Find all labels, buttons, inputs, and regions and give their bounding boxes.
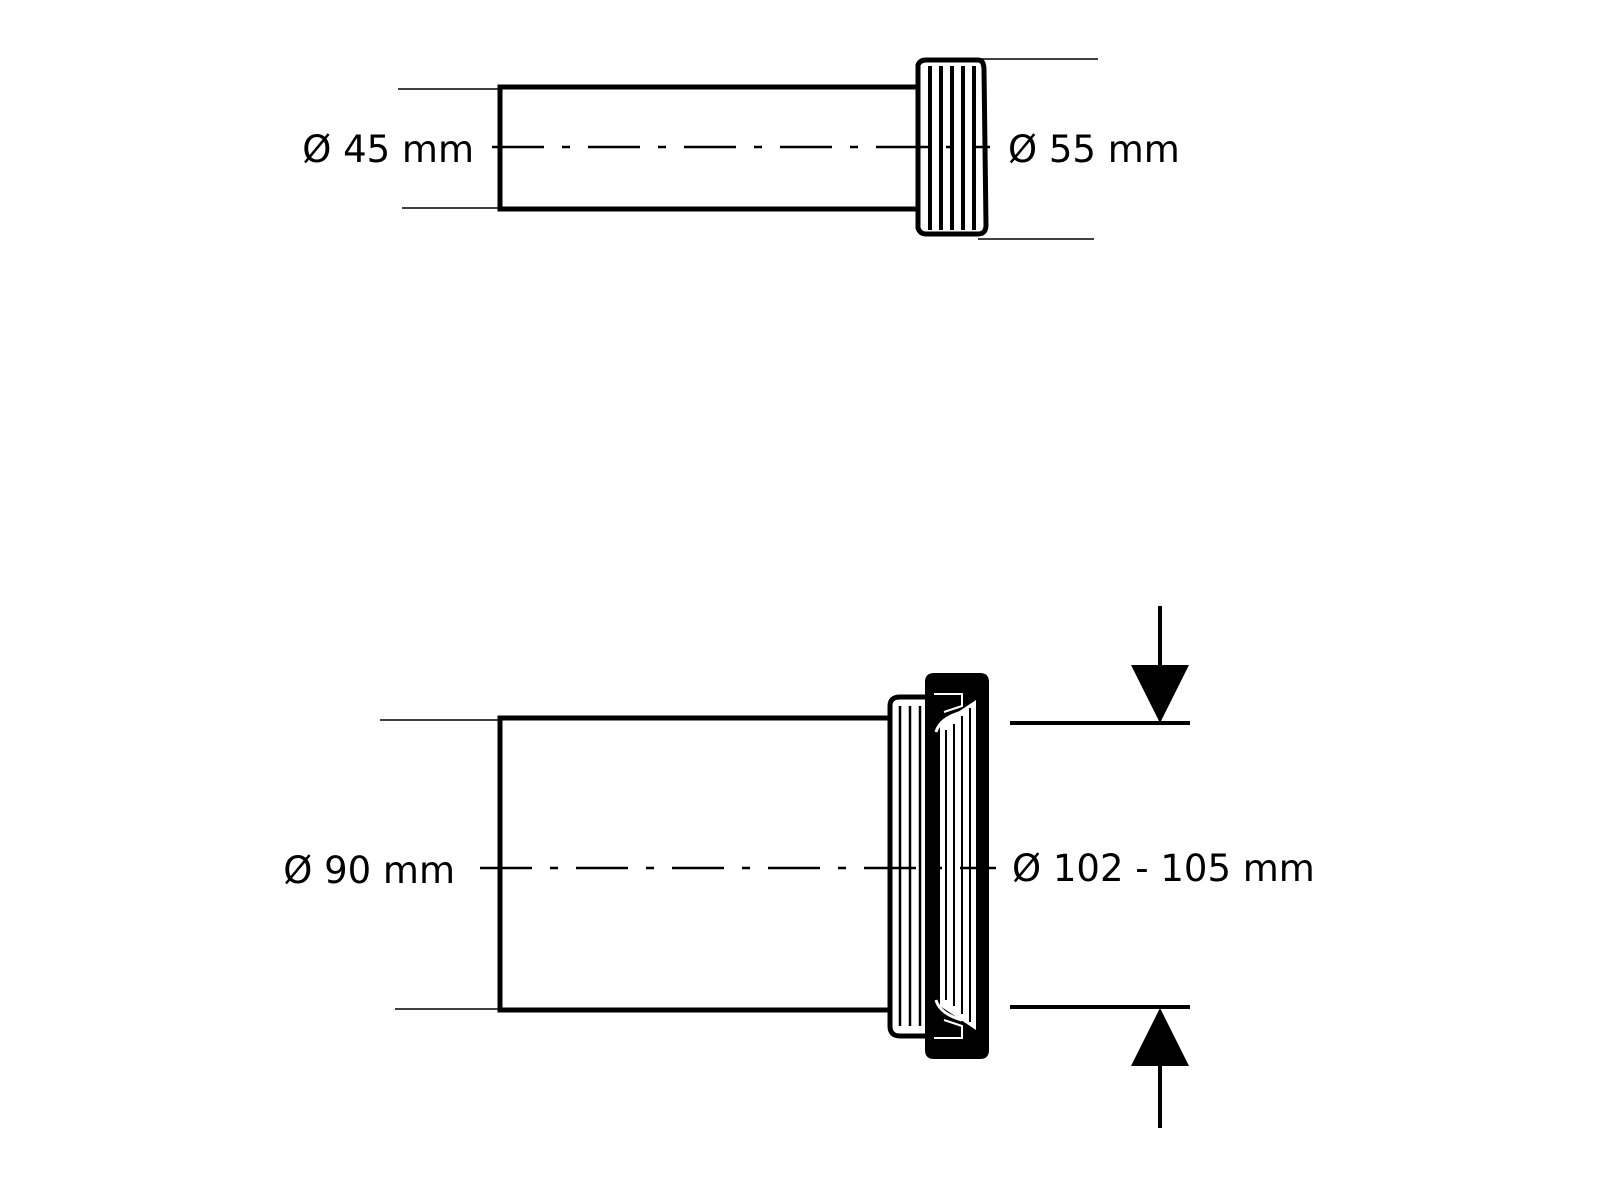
bottom-left-diameter-label: Ø 90 mm xyxy=(283,849,455,892)
bottom-dimension-arrows xyxy=(1131,606,1189,1128)
bottom-pipe-body xyxy=(497,715,893,1013)
bottom-pipe-seal xyxy=(925,673,989,1059)
arrow-down-icon xyxy=(1131,665,1189,723)
top-right-diameter-label: Ø 55 mm xyxy=(1008,128,1180,171)
arrow-up-icon xyxy=(1131,1008,1189,1066)
bottom-right-diameter-label: Ø 102 - 105 mm xyxy=(1012,847,1315,890)
top-left-diameter-label: Ø 45 mm xyxy=(302,128,474,171)
bottom-pipe-drawing: Ø 90 mm Ø 102 - 105 mm xyxy=(283,606,1315,1128)
top-pipe-drawing: Ø 45 mm Ø 55 mm xyxy=(302,57,1180,240)
